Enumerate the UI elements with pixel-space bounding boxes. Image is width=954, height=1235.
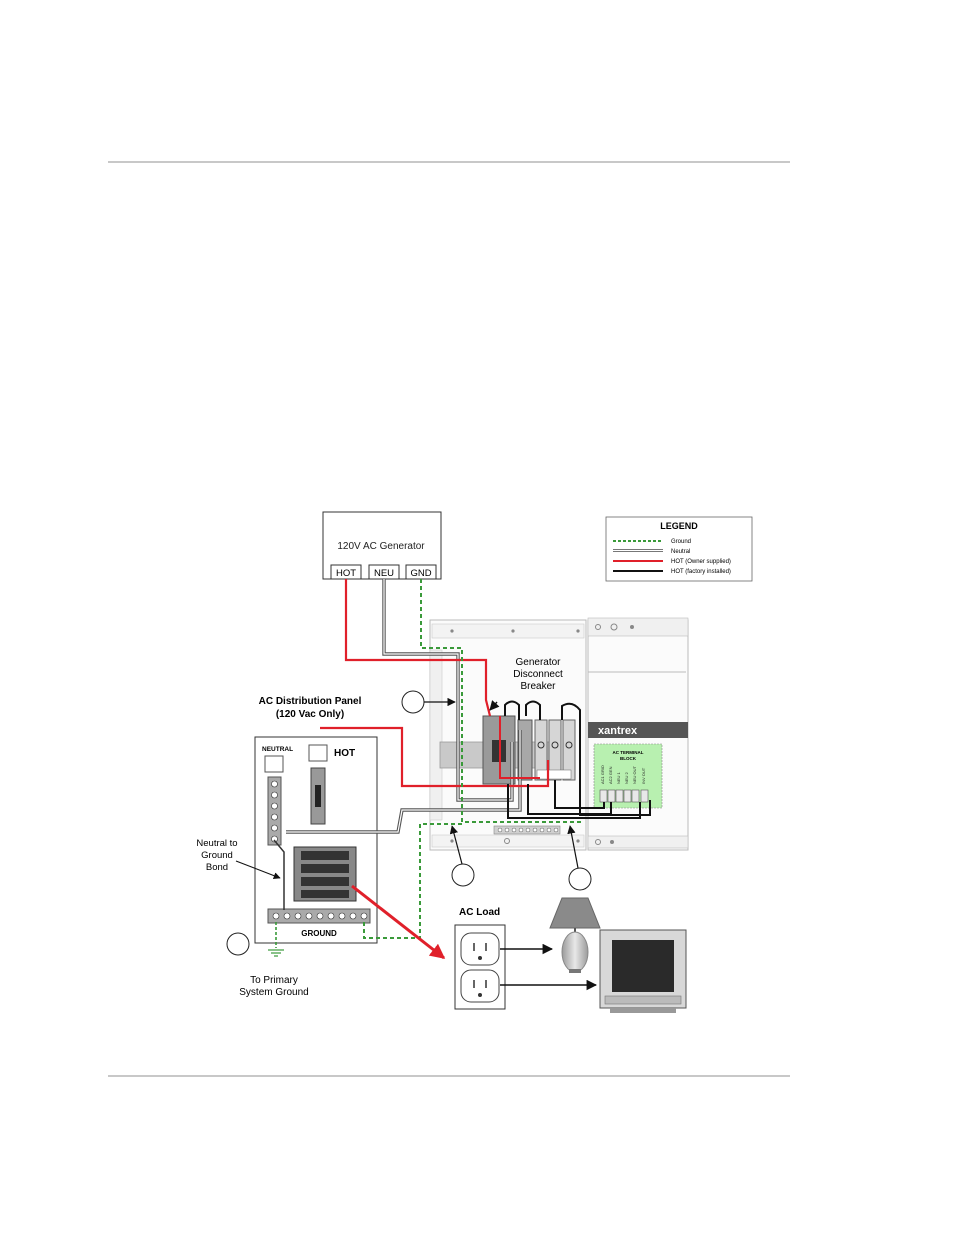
television-icon xyxy=(599,929,687,1013)
terminal-name: NEU 1 xyxy=(616,771,621,784)
terminal-name: NEU OUT xyxy=(632,765,637,784)
bond-label: Bond xyxy=(206,862,228,873)
lamp-icon xyxy=(549,897,601,973)
legend-item-label: Ground xyxy=(671,539,691,545)
generator: 120V AC Generator HOT NEU GND xyxy=(322,511,442,580)
ground-label: GROUND xyxy=(301,929,337,938)
terminal-block-title: BLOCK xyxy=(620,756,637,761)
generator-terminal-label: GND xyxy=(410,568,431,579)
wiring xyxy=(275,579,651,948)
bond-label: Ground xyxy=(201,850,233,861)
legend-item-label: Neutral xyxy=(671,549,690,555)
breaker-label: Generator xyxy=(515,657,561,668)
legend-title: LEGEND xyxy=(660,521,698,531)
terminal-name: NEU 2 xyxy=(624,771,629,784)
terminal-block-title: AC TERMINAL xyxy=(613,750,644,755)
primary-ground-label: System Ground xyxy=(239,987,308,998)
bottom-rule xyxy=(108,1075,790,1077)
ac-load-label: AC Load xyxy=(459,907,500,918)
panel-title: AC Distribution Panel xyxy=(259,696,362,707)
ac-load: AC Load xyxy=(454,907,598,1010)
legend: LEGEND Ground Neutral HOT (Owner supplie… xyxy=(605,516,753,582)
terminal-name: INV OUT xyxy=(641,767,646,784)
terminal-name: AC2 GEN xyxy=(608,766,613,784)
callout-markers xyxy=(226,690,592,956)
generator-terminal-label: NEU xyxy=(374,568,394,579)
generator-terminal-label: HOT xyxy=(336,568,356,579)
load-feed-arrow xyxy=(351,884,446,960)
top-rule xyxy=(108,161,790,163)
panel-subtitle: (120 Vac Only) xyxy=(276,709,344,720)
breaker-label: Breaker xyxy=(520,681,556,692)
distribution-panel: AC Distribution Panel (120 Vac Only) NEU… xyxy=(196,696,378,944)
legend-item-label: HOT (Owner supplied) xyxy=(671,559,731,565)
breaker-label: Disconnect xyxy=(513,669,563,680)
generator-title: 120V AC Generator xyxy=(337,541,425,552)
callout-arrows xyxy=(424,697,579,869)
neutral-label: NEUTRAL xyxy=(262,746,293,753)
hot-label: HOT xyxy=(334,748,355,759)
bond-label: Neutral to xyxy=(196,838,237,849)
terminal-name: AC1 GRID xyxy=(600,765,605,784)
inverter-unit: xantrex AC TERMINAL BLOCK AC1 GRID AC2 G… xyxy=(587,617,689,851)
primary-ground-label: To Primary xyxy=(250,975,298,986)
brand-bar xyxy=(588,722,688,738)
legend-item-label: HOT (factory installed) xyxy=(671,569,731,575)
brand-logo: xantrex xyxy=(598,725,638,737)
earth-ground-icon xyxy=(268,949,284,957)
